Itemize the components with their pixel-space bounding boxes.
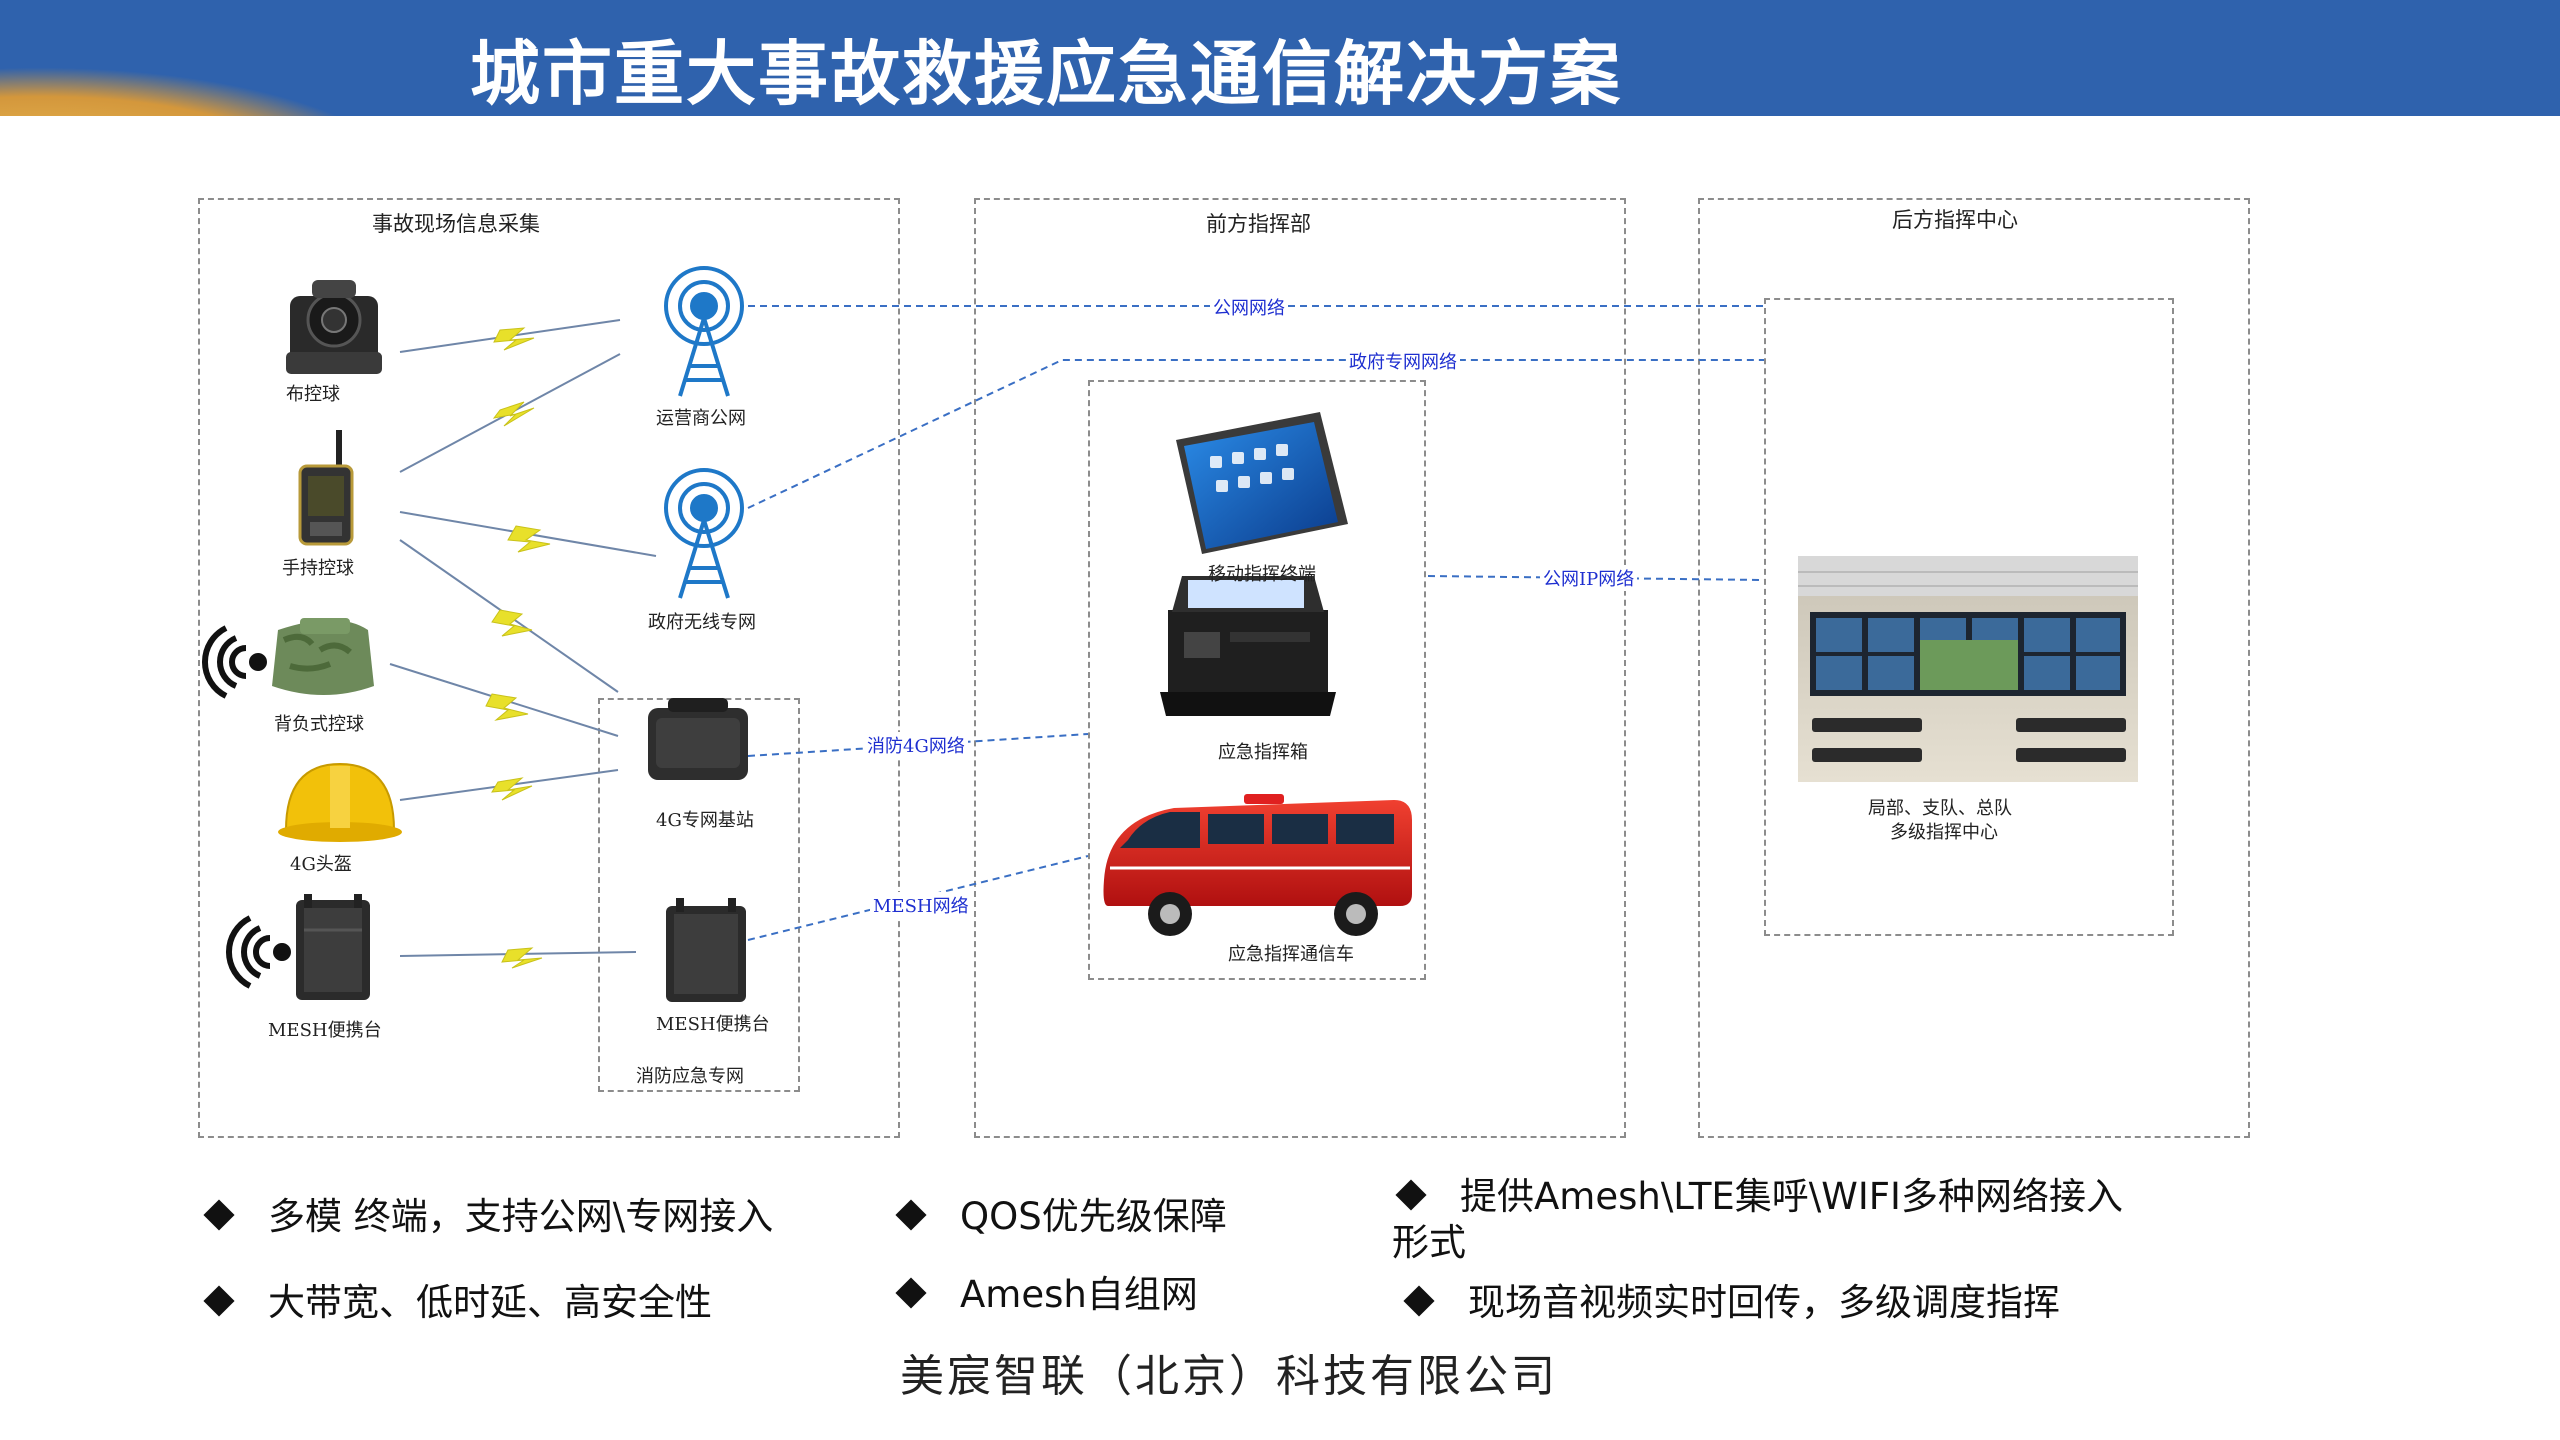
bullet-multimode: 多模 终端，支持公网\专网接入 xyxy=(203,1186,773,1240)
link-label-public: 公网网络 xyxy=(1210,294,1288,320)
link-label-fire4g: 消防4G网络 xyxy=(864,732,968,758)
emergency-vehicle-icon xyxy=(1103,794,1412,936)
command-box-label: 应急指挥箱 xyxy=(1218,742,1308,763)
control-center-label-line1: 局部、支队、总队 xyxy=(1868,798,2012,819)
carrier-tower-label: 运营商公网 xyxy=(656,408,746,429)
dome-camera-label: 布控球 xyxy=(286,384,340,405)
base-station-label: 4G专网基站 xyxy=(656,810,754,831)
handheld-terminal-icon xyxy=(298,430,354,546)
vehicle-label: 应急指挥通信车 xyxy=(1228,944,1354,965)
helmet-icon xyxy=(278,762,402,842)
bullet-diamond-icon xyxy=(895,1198,927,1231)
control-center-frame xyxy=(1764,298,2174,936)
bolt-icons xyxy=(485,327,551,969)
mesh-portable-left-icon xyxy=(296,894,370,1000)
mesh-portable-left-label: MESH便携台 xyxy=(268,1020,382,1041)
mesh-portable-mid-label: MESH便携台 xyxy=(656,1014,770,1035)
tablet-icon xyxy=(1176,412,1348,554)
rear-command-region-label: 后方指挥中心 xyxy=(1892,208,2018,232)
front-command-region-label: 前方指挥部 xyxy=(1206,212,1311,236)
backpack-camera-label: 背负式控球 xyxy=(274,714,364,735)
command-box-icon xyxy=(1160,576,1336,716)
bullet-diamond-icon xyxy=(1395,1178,1427,1211)
bullet-diamond-icon xyxy=(1403,1284,1435,1317)
scene-region-label: 事故现场信息采集 xyxy=(372,212,540,236)
link-label-mesh: MESH网络 xyxy=(870,892,972,918)
tablet-label: 移动指挥终端 xyxy=(1208,564,1316,585)
carrier-tower-icon xyxy=(664,266,744,397)
link-label-public-ip: 公网IP网络 xyxy=(1540,565,1638,591)
header-accent-swoop xyxy=(0,0,600,116)
page-title: 城市重大事故救援应急通信解决方案 xyxy=(470,33,1622,115)
handheld-label: 手持控球 xyxy=(282,558,354,579)
rear-command-region-frame xyxy=(1698,198,2250,1138)
link-mesh xyxy=(747,855,1089,941)
backpack-camera-icon xyxy=(272,618,374,695)
helmet-label: 4G头盔 xyxy=(290,854,352,875)
front-command-region-frame xyxy=(974,198,1626,1138)
bullet-qos: QOS优先级保障 xyxy=(895,1186,1227,1240)
wifi-signal-icon-backpack xyxy=(202,625,267,699)
control-center-label-line2: 多级指挥中心 xyxy=(1890,822,1998,843)
bullet-diamond-icon xyxy=(203,1198,235,1231)
header-banner: 城市重大事故救援应急通信解决方案 xyxy=(0,0,2560,116)
bullet-realtime-av: 现场音视频实时回传，多级调度指挥 xyxy=(1403,1272,2060,1326)
link-label-gov: 政府专网网络 xyxy=(1346,348,1460,374)
wifi-signal-icon-mesh xyxy=(226,915,291,989)
company-name: 美宸智联（北京）科技有限公司 xyxy=(900,1351,1558,1402)
wireless-bolts xyxy=(389,319,657,957)
bullet-amesh: Amesh自组网 xyxy=(895,1264,1198,1318)
control-center-photo xyxy=(1798,556,2138,782)
bullet-network-access-cont: 形式 xyxy=(1392,1221,1466,1264)
mesh-portable-mid-icon xyxy=(666,898,746,1002)
scene-region-frame xyxy=(198,198,900,1138)
base-station-icon xyxy=(648,698,748,780)
fire-network-label: 消防应急专网 xyxy=(636,1066,744,1087)
bullet-bandwidth: 大带宽、低时延、高安全性 xyxy=(203,1272,712,1326)
bullet-diamond-icon xyxy=(203,1284,235,1317)
gov-tower-icon xyxy=(664,468,744,599)
dome-camera-icon xyxy=(286,280,382,374)
bullet-diamond-icon xyxy=(895,1276,927,1309)
gov-tower-label: 政府无线专网 xyxy=(648,612,756,633)
bullet-network-access: 提供Amesh\LTE集呼\WIFI多种网络接入 xyxy=(1395,1166,2123,1220)
front-devices-frame xyxy=(1088,380,1426,980)
